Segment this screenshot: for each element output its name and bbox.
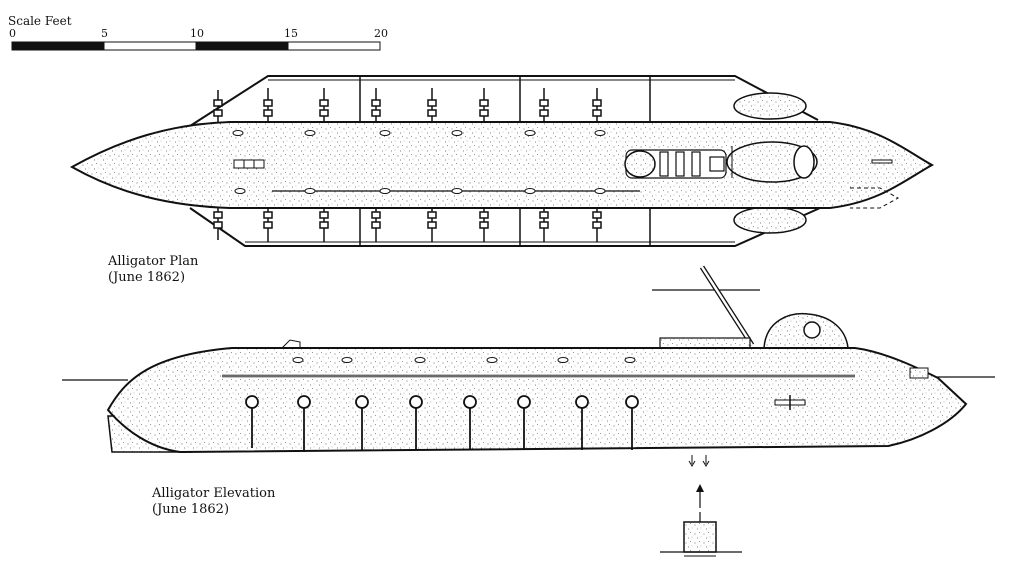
elevation-date: (June 1862) xyxy=(152,502,230,517)
scale-tick-10: 10 xyxy=(190,27,204,40)
elevation-title: Alligator Elevation xyxy=(152,486,276,501)
diver-chamber-detail xyxy=(660,484,742,557)
plan-date: (June 1862) xyxy=(108,270,186,285)
elevation-view xyxy=(62,265,995,557)
plan-view xyxy=(69,75,935,247)
scale-tick-15: 15 xyxy=(284,27,298,40)
plan-title: Alligator Plan xyxy=(108,254,199,269)
scale-tick-5: 5 xyxy=(101,27,108,40)
scale-tick-20: 20 xyxy=(374,27,388,40)
scale-title: Scale Feet xyxy=(8,14,72,28)
scale-tick-0: 0 xyxy=(9,27,16,40)
scale-bar xyxy=(11,41,381,51)
